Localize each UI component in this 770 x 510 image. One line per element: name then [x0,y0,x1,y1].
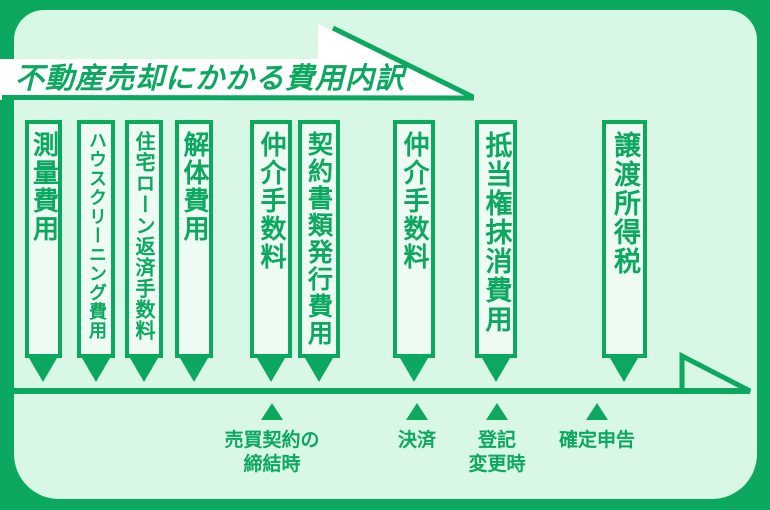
cost-box-7: 仲介手数料 [393,120,435,358]
cost-box-9: 譲渡所得税 [602,120,647,358]
timeline-label-line: 締結時 [243,453,301,475]
timeline-end-flag-icon [679,352,752,394]
cost-box-label: 解体費用 [179,131,209,243]
banner-underline [1,95,475,101]
up-triangle-icon [486,403,508,420]
banner-diagonal [331,25,475,100]
timeline-label-line: 売買契約の [224,429,320,451]
timeline-label-taxreturn: 確定申告 [527,428,667,452]
cost-box-label: 譲渡所得税 [609,131,640,276]
cost-box-label: 抵当権抹消費用 [480,131,512,334]
cost-box-label: 住宅ローン返済手数料 [132,131,156,341]
down-arrow-icon [29,358,57,382]
banner-shape [0,24,477,100]
cost-box-label: 契約書類発行費用 [304,131,334,347]
up-triangle-icon [261,403,283,420]
timeline-label-line: 決済 [397,429,436,451]
cost-box-1: 測量費用 [25,120,62,358]
cost-box-3: 住宅ローン返済手数料 [125,120,163,358]
cost-box-6: 契約書類発行費用 [298,120,340,358]
down-arrow-icon [610,358,638,382]
timeline-label-line: 変更時 [468,453,526,475]
down-arrow-icon [400,358,428,382]
timeline-line [12,388,750,394]
down-arrow-icon [482,358,510,382]
cost-box-8: 抵当権抹消費用 [475,120,517,358]
cost-box-2: ハウスクリーニング費用 [77,120,115,358]
title-banner [0,24,477,101]
timeline-label-settlement: 決済 [347,428,487,452]
down-arrow-icon [305,358,333,382]
down-arrow-icon [257,358,285,382]
page-title: 不動産売却にかかる費用内訳 [15,61,406,95]
up-triangle-icon [406,403,428,420]
timeline-label-registration: 登記 変更時 [427,428,567,476]
up-triangle-icon [586,403,608,420]
timeline-label-line: 登記 [477,429,516,451]
down-arrow-icon [82,358,110,382]
down-arrow-icon [130,358,158,382]
timeline-label-contract: 売買契約の 締結時 [202,428,342,476]
timeline-label-line: 確定申告 [558,429,635,451]
flag-triangle [679,352,752,394]
cost-box-label: 測量費用 [28,131,59,243]
down-arrow-icon [180,358,208,382]
cost-box-label: 仲介手数料 [399,131,429,271]
cost-box-label: ハウスクリーニング費用 [86,131,107,340]
cost-box-label: 仲介手数料 [256,131,286,271]
cost-box-5: 仲介手数料 [250,120,292,358]
cost-box-4: 解体費用 [175,120,213,358]
